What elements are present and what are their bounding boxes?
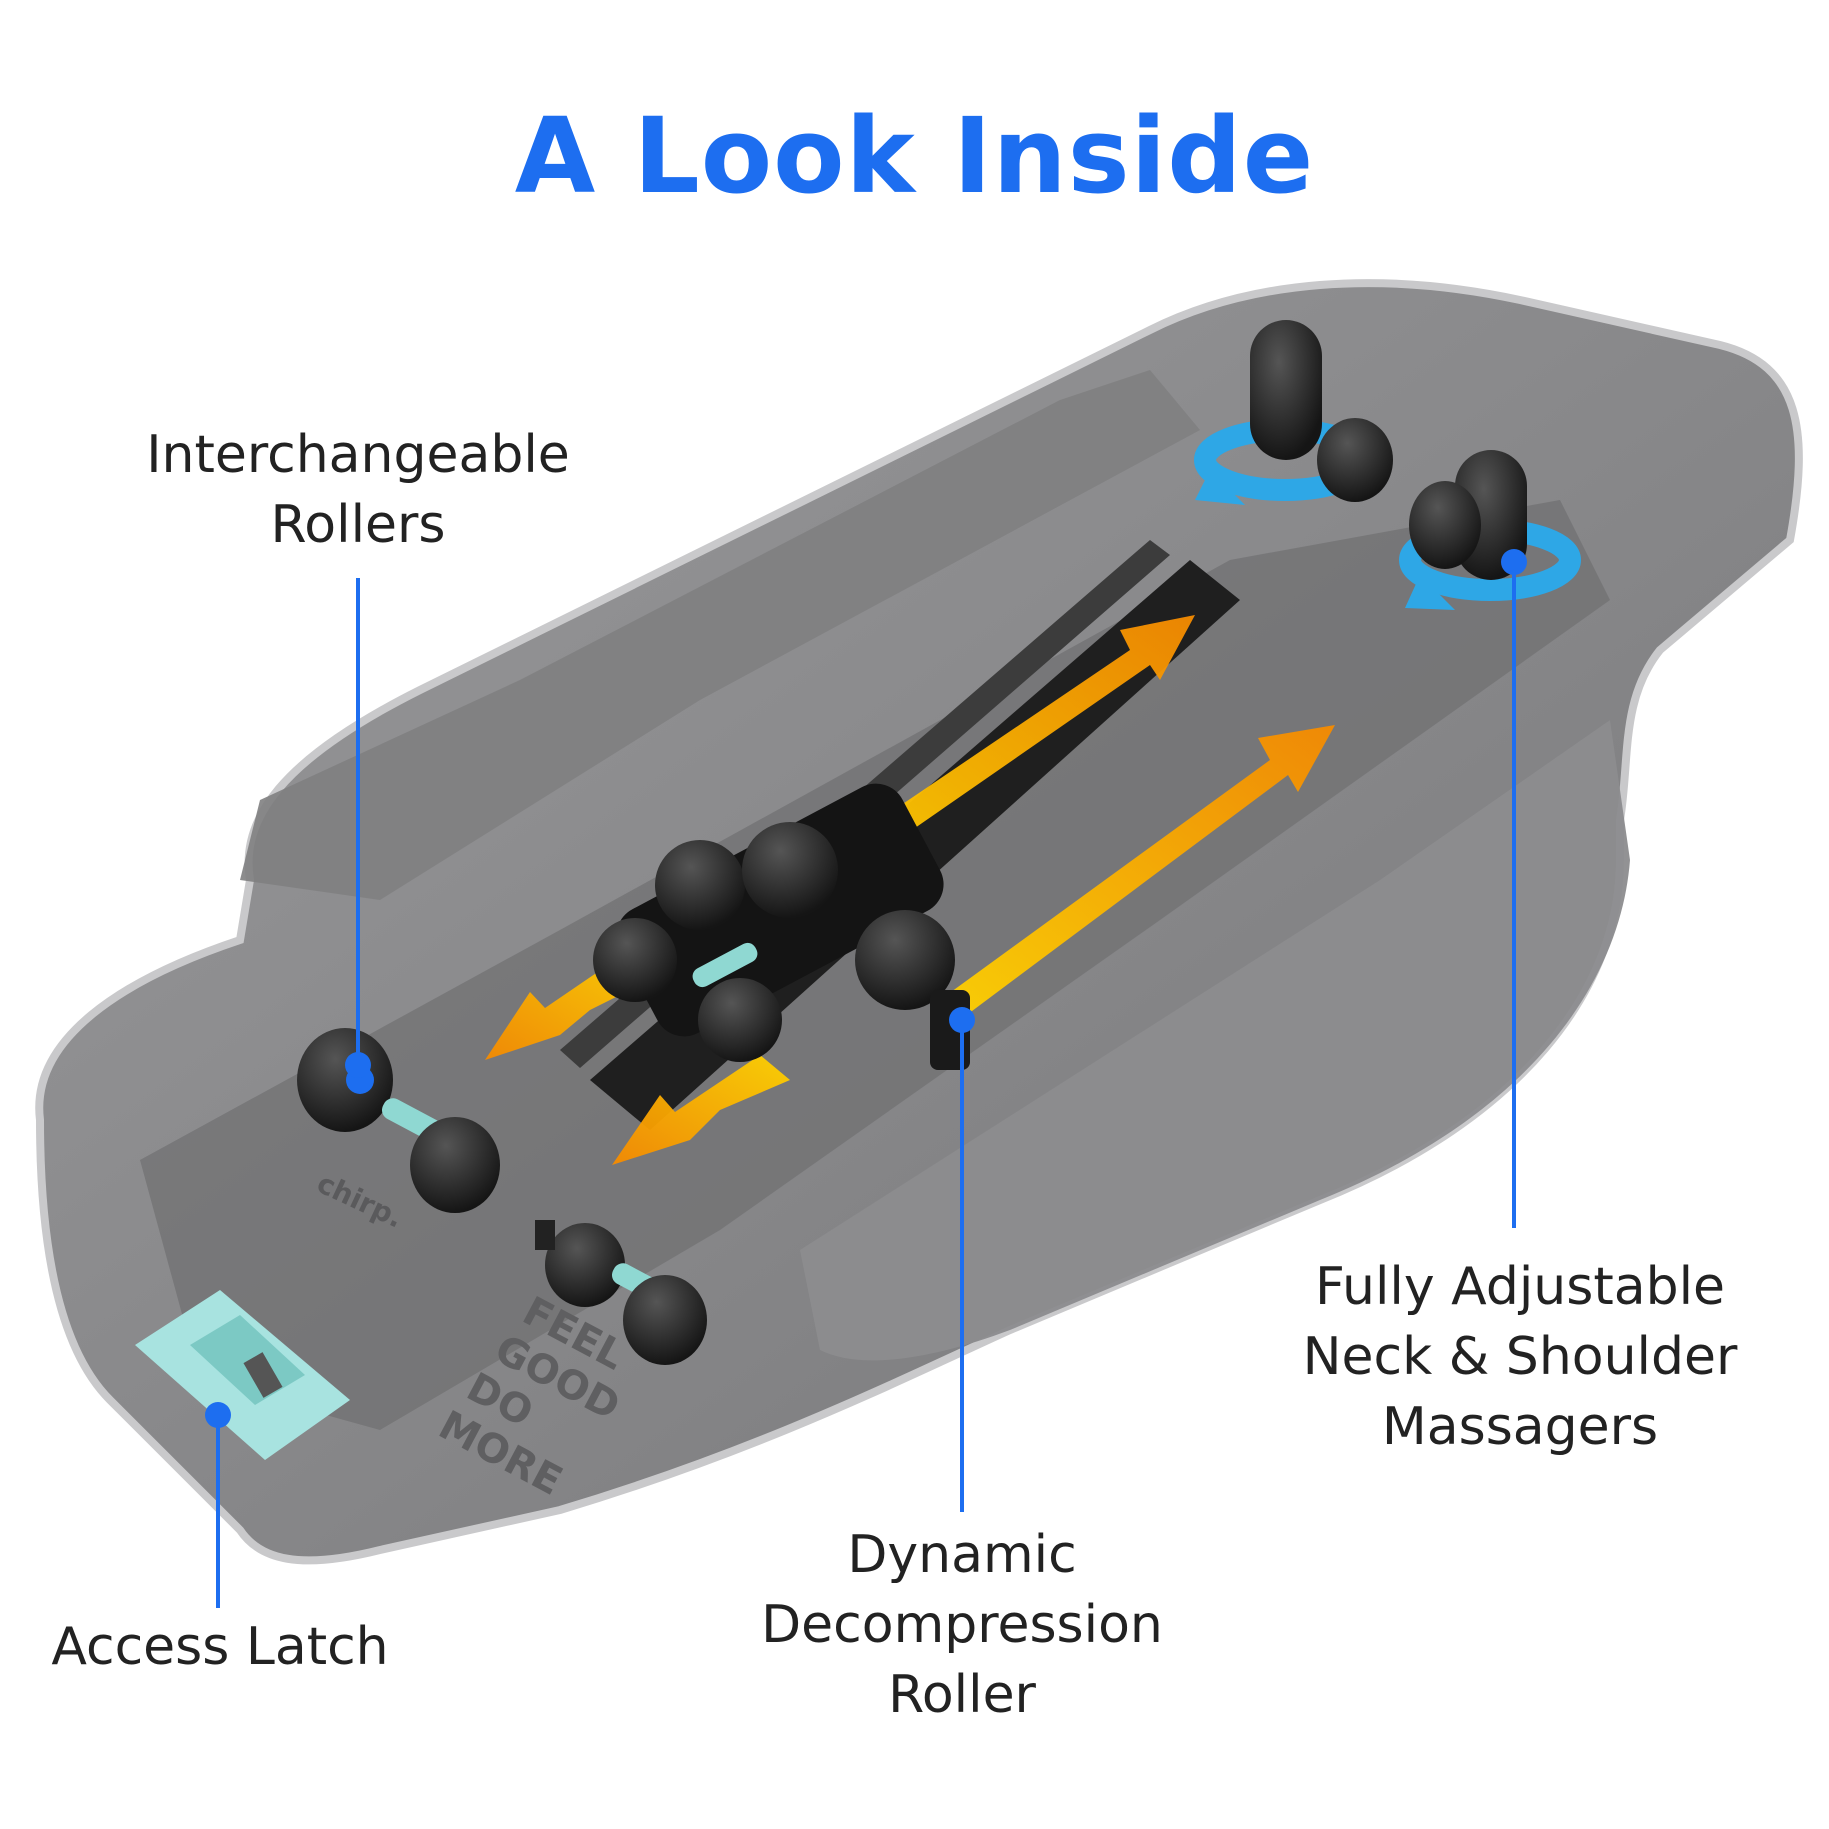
access-latch [135, 1290, 350, 1460]
spare-roller [535, 1220, 707, 1365]
right-bolster [800, 720, 1630, 1361]
neck-massager-right [1399, 450, 1581, 610]
neck-massager-left [1194, 320, 1393, 505]
motion-arrow-upper-forward [820, 615, 1195, 880]
motion-arrow-lower-forward [940, 725, 1335, 1020]
label-neck-shoulder-massagers: Fully Adjustable Neck & Shoulder Massage… [1302, 1257, 1738, 1457]
left-bolster [240, 370, 1200, 900]
callout-dots [345, 1007, 975, 1078]
label-interchangeable-rollers: Interchangeable Rollers [146, 425, 570, 555]
label-decompression-roller: Dynamic Decompression Roller [761, 1525, 1163, 1725]
motion-arrow-lower-back [612, 1055, 790, 1165]
page-title: A Look Inside [514, 95, 1315, 217]
label-access-latch: Access Latch [51, 1617, 389, 1677]
callout-lines [216, 562, 1516, 1608]
interchangeable-roller [297, 1028, 500, 1213]
